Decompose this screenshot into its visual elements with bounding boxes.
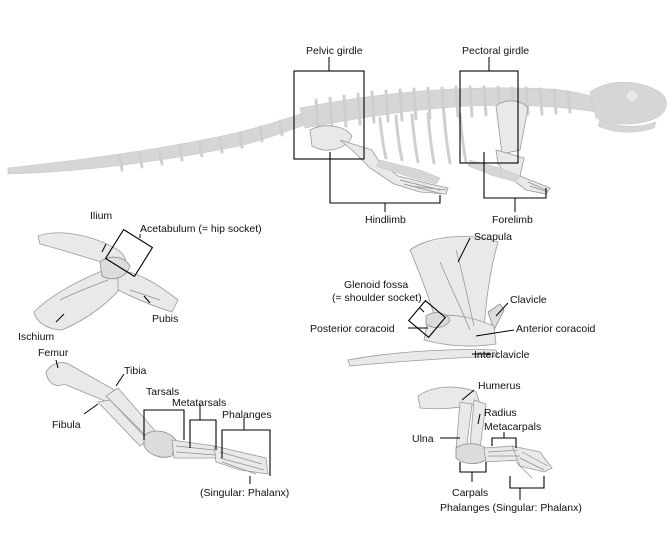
interclavicle-bone — [347, 349, 499, 367]
acetabulum-socket — [99, 256, 131, 280]
label-carpals: Carpals — [452, 487, 488, 499]
label-anterior-coracoid: Anterior coracoid — [516, 323, 596, 335]
label-pectoral-girdle: Pectoral girdle — [462, 45, 529, 57]
whole-skeleton-callouts — [293, 57, 547, 212]
pubis-bone — [117, 269, 179, 313]
tarsals-bones — [143, 430, 177, 458]
label-phalanges: Phalanges — [222, 409, 272, 421]
ischium-bone — [33, 269, 127, 331]
label-tarsals: Tarsals — [146, 386, 179, 398]
metatarsals-bones — [171, 439, 219, 459]
label-ischium: Ischium — [18, 331, 54, 343]
label-hand-phalanges: Phalanges (Singular: Phalanx) — [440, 502, 582, 514]
label-ulna: Ulna — [412, 433, 434, 445]
tail — [7, 111, 309, 175]
clavicle-bone — [487, 303, 505, 332]
whole-pelvis — [309, 125, 353, 151]
label-clavicle: Clavicle — [510, 294, 547, 306]
label-pubis: Pubis — [152, 313, 178, 325]
acetabulum-box — [104, 228, 154, 278]
label-pelvic-girdle: Pelvic girdle — [306, 45, 363, 57]
pectoral-girdle-callouts — [407, 237, 515, 355]
label-acetabulum: Acetabulum (= hip socket) — [140, 223, 262, 235]
hindlimb-callouts — [55, 359, 271, 484]
carpals-box — [459, 462, 487, 473]
label-fibula: Fibula — [52, 419, 81, 431]
forelimb-callouts — [440, 389, 545, 500]
label-tibia: Tibia — [124, 365, 147, 377]
label-metacarpals: Metacarpals — [484, 421, 541, 433]
label-radius: Radius — [484, 407, 517, 419]
hand-phalanges-bones — [511, 445, 553, 473]
label-phalanx-singular: (Singular: Phalanx) — [200, 487, 289, 499]
whole-hindlimb — [339, 139, 449, 195]
label-ilium: Ilium — [90, 210, 112, 222]
forelimb-detail — [417, 386, 553, 479]
label-humerus: Humerus — [478, 380, 521, 392]
whole-skeleton — [7, 81, 667, 195]
hand-phalanges-box — [509, 476, 545, 489]
label-posterior-coracoid: Posterior coracoid — [310, 323, 395, 335]
label-glenoid-fossa: Glenoid fossa — [344, 279, 408, 291]
label-forelimb: Forelimb — [492, 214, 533, 226]
scapula-bone — [409, 236, 499, 335]
tarsals-box — [143, 409, 185, 440]
label-scapula: Scapula — [474, 231, 512, 243]
label-interclavicle: Interclavicle — [474, 349, 530, 361]
label-metatarsals: Metatarsals — [172, 397, 226, 409]
pectoral-girdle-detail — [347, 236, 505, 367]
phalanges-box — [221, 429, 271, 476]
label-shoulder-socket: (= shoulder socket) — [332, 292, 422, 304]
pelvic-girdle-detail — [33, 232, 179, 331]
skull — [589, 81, 667, 125]
ribs — [378, 112, 468, 165]
phalanges-bones — [213, 445, 269, 475]
glenoid-fossa-box — [407, 299, 447, 339]
whole-scapula — [495, 100, 529, 155]
label-hindlimb: Hindlimb — [365, 214, 406, 226]
pelvic-girdle-callouts — [55, 228, 154, 323]
label-femur: Femur — [38, 347, 69, 359]
carpals-bones — [455, 443, 489, 464]
metatarsals-box — [189, 419, 217, 450]
